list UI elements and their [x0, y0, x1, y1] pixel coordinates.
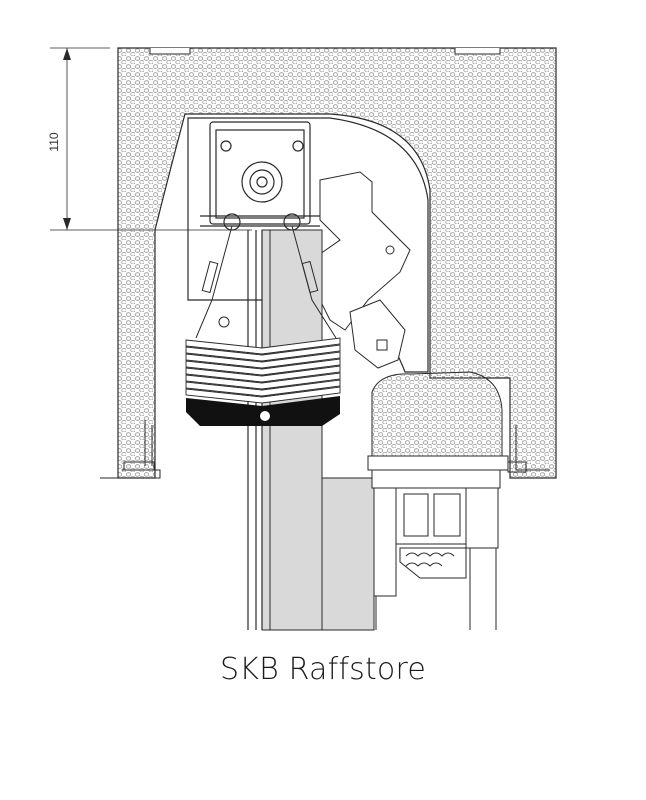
- slat-package: [185, 337, 341, 404]
- window-frame: [367, 371, 509, 630]
- insulation-box: [117, 47, 557, 479]
- caption: SKB Raffstore: [219, 652, 427, 687]
- bottom-rail: [186, 396, 340, 426]
- section-drawing: 110: [47, 47, 557, 631]
- lifting-cords: [195, 225, 337, 339]
- left-end-profile: [100, 410, 161, 479]
- dimension-label: 110: [47, 132, 61, 151]
- guide-rail: [247, 229, 375, 631]
- dimension-110: 110: [47, 47, 252, 231]
